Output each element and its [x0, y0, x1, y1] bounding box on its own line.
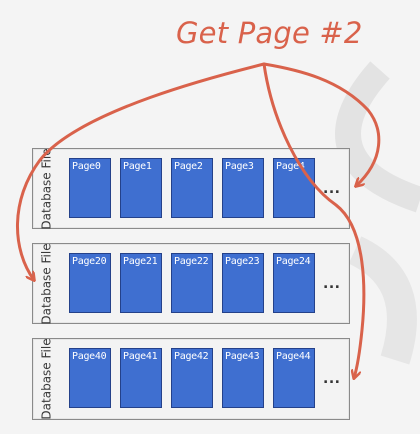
page-block: Page1 — [120, 158, 162, 218]
page-block: Page42 — [171, 348, 213, 408]
page-label: Page21 — [123, 256, 158, 267]
page-block: Page22 — [171, 253, 213, 313]
page-label: Page3 — [225, 161, 254, 172]
database-file: Database File Page40 Page41 Page42 Page4… — [32, 338, 350, 420]
page-label: Page4 — [276, 161, 305, 172]
page-label: Page2 — [174, 161, 203, 172]
page-label: Page22 — [174, 256, 209, 267]
more-pages-ellipsis: ... — [323, 276, 341, 292]
page-label: Page1 — [123, 161, 152, 172]
more-pages-ellipsis: ... — [323, 181, 341, 197]
more-pages-ellipsis: ... — [323, 371, 341, 387]
arrow-to-file-1 — [262, 62, 381, 186]
page-label: Page41 — [123, 351, 158, 362]
database-file: Database File Page0 Page1 Page2 Page3 Pa… — [32, 148, 350, 229]
page-label: Page44 — [276, 351, 311, 362]
page-block: Page40 — [69, 348, 111, 408]
page-block: Page0 — [69, 158, 111, 218]
arrow-to-file-3 — [262, 62, 366, 378]
page-block: Page41 — [120, 348, 162, 408]
page-block: Page24 — [273, 253, 315, 313]
page-block: Page23 — [222, 253, 264, 313]
page-label: Page40 — [72, 351, 107, 362]
page-block: Page44 — [273, 348, 315, 408]
page-label: Page43 — [225, 351, 260, 362]
page-label: Page23 — [225, 256, 260, 267]
page-block: Page3 — [222, 158, 264, 218]
page-block: Page2 — [171, 158, 213, 218]
page-label: Page24 — [276, 256, 311, 267]
page-block: Page21 — [120, 253, 162, 313]
page-block: Page20 — [69, 253, 111, 313]
database-file: Database File Page20 Page21 Page22 Page2… — [32, 243, 350, 324]
arrow-to-file-2 — [16, 62, 266, 280]
page-block: Page43 — [222, 348, 264, 408]
page-label: Page42 — [174, 351, 209, 362]
page-label: Page20 — [72, 256, 107, 267]
page-block: Page4 — [273, 158, 315, 218]
diagram-title: Get Page #2 — [176, 16, 363, 50]
page-label: Page0 — [72, 161, 101, 172]
